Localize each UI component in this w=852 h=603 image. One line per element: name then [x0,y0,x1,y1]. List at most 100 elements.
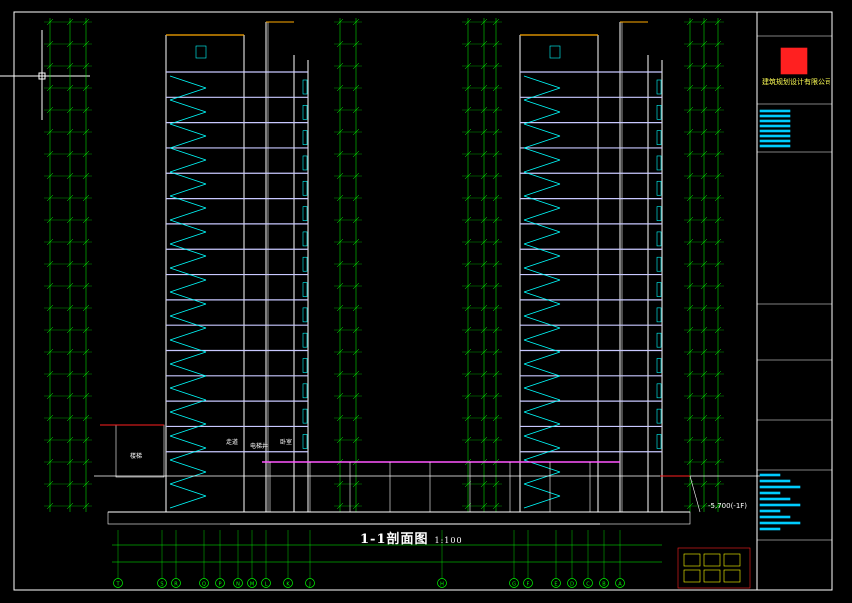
axis-label: R [174,582,178,588]
window [656,180,662,196]
stair-flight [169,387,207,401]
stair-flight [523,483,561,497]
legend-stamp-cell [723,569,741,583]
axis-bubble [305,578,315,588]
stair-flight [523,135,561,149]
title-block-text-bar [759,497,791,501]
stair-flight [169,147,207,161]
stair-flight [169,411,207,425]
axis-bubble [437,578,447,588]
stair-flight [523,75,561,89]
window [302,307,308,323]
legend-stamp-cell [683,569,701,583]
window [302,256,308,272]
stair-flight [169,75,207,89]
bottom-dimension-lines [112,544,662,563]
drawing-title-text: 1-1剖面图 [360,532,429,547]
axis-label: L [265,582,268,588]
stair-flight [523,423,561,437]
window [302,434,308,449]
title-block-text-bar [759,509,781,513]
axis-bubble [171,578,181,588]
stair-flight [523,435,561,449]
title-block-text-bar [759,144,791,148]
right-tower-section [519,21,663,512]
window [302,383,308,399]
right-dimension-lines [462,18,724,512]
stair-flight [169,183,207,197]
stair-flight [523,327,561,341]
axis-label: F [527,582,530,588]
stair-flight [169,267,207,281]
window [302,206,308,221]
axis-bubble [247,578,257,588]
stair-flight [523,87,561,101]
window [656,206,662,221]
window [302,155,308,171]
title-block-text-bar [759,134,791,138]
stair-flight [523,315,561,329]
stair-flight [169,231,207,245]
legend-stamp-cell [683,553,701,567]
axis-label: H [440,582,444,588]
axis-bubble [157,578,167,588]
window [302,358,308,373]
stair-flight [169,123,207,137]
window [656,155,662,171]
stair-flight [169,327,207,341]
stair-flight [523,159,561,173]
stair-flight [523,375,561,389]
room-labels: 楼梯 走道 卧室 电梯井 [130,438,292,460]
axis-bubble [599,578,609,588]
window [656,282,662,297]
window [302,408,308,424]
title-block-text-bar [759,491,781,495]
stair-flight [169,99,207,113]
window [656,231,662,247]
axis-label: M [250,582,254,588]
stair-flight [169,159,207,173]
window [656,79,662,95]
title-block-text-bar [759,114,791,118]
axis-label: G [512,582,516,588]
axis-bubble [215,578,225,588]
stair-flight [169,303,207,317]
stair-flight [169,207,207,221]
axis-bubble [199,578,209,588]
stair-flight [169,339,207,353]
axis-bubble [567,578,577,588]
title-block-text-bar [759,479,791,483]
stair-flight [169,291,207,305]
foundation [107,511,691,525]
axis-label: E [554,582,557,588]
axis-label: D [570,582,574,588]
axis-bubble [233,578,243,588]
cad-crosshair-icon [0,30,90,120]
room-label-bedroom: 卧室 [280,438,292,446]
stair-flight [169,459,207,473]
stair-flight [523,387,561,401]
ramp-slope [689,475,701,513]
axis-label: J [308,582,310,588]
window [656,434,662,449]
stair-flight [169,279,207,293]
stair-flight [523,207,561,221]
stair-flight [523,279,561,293]
window [656,105,662,120]
window [656,383,662,399]
stair-flight [523,99,561,113]
stair-flight [169,87,207,101]
stair-flight [523,291,561,305]
axis-label: B [602,582,606,588]
stair-flight [169,375,207,389]
podium-basement-section [94,424,760,525]
title-block-text-bar [759,129,791,133]
window [656,332,662,348]
window [302,231,308,247]
stair-flight [169,363,207,377]
stair-flight [523,195,561,209]
axis-bubble [551,578,561,588]
window [302,130,308,145]
